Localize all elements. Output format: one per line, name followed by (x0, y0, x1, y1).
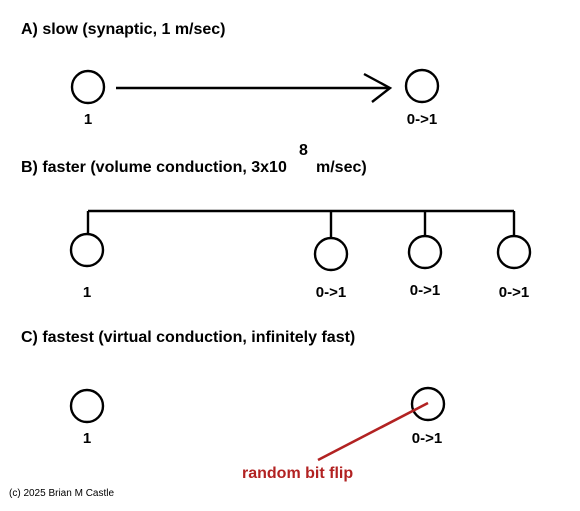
section-b-source-label: 1 (82, 284, 92, 301)
section-c-target-label: 0->1 (411, 430, 443, 447)
section-b-target-node-2 (407, 234, 443, 270)
section-b-target-label-2: 0->1 (409, 282, 441, 299)
bit-flip-pointer-line (317, 401, 429, 462)
section-c-target-node (410, 386, 446, 422)
section-b-target-label-3: 0->1 (498, 284, 530, 301)
section-b-heading-prefix: B) faster (volume conduction, 3x10 (21, 159, 287, 176)
bit-flip-annotation: random bit flip (242, 465, 354, 482)
section-c-heading: C) fastest (virtual conduction, infinite… (21, 329, 356, 346)
section-a-target-label: 0->1 (406, 111, 438, 128)
section-a-target-node (404, 68, 440, 104)
copyright-notice: (c) 2025 Brian M Castle (9, 488, 115, 499)
section-a-source-label: 1 (83, 111, 93, 128)
section-b-target-node-1 (313, 236, 349, 272)
section-b-heading-suffix: m/sec) (316, 159, 367, 176)
section-a-heading: A) slow (synaptic, 1 m/sec) (21, 21, 226, 38)
section-c-source-label: 1 (82, 430, 92, 447)
section-b-target-label-1: 0->1 (315, 284, 347, 301)
section-b-source-node (69, 232, 105, 268)
section-b-heading-exponent: 8 (299, 142, 308, 159)
section-a-arrow-head (363, 72, 393, 103)
section-c-source-node (69, 388, 105, 424)
section-b-target-node-3 (496, 234, 532, 270)
section-a-source-node (70, 69, 106, 105)
